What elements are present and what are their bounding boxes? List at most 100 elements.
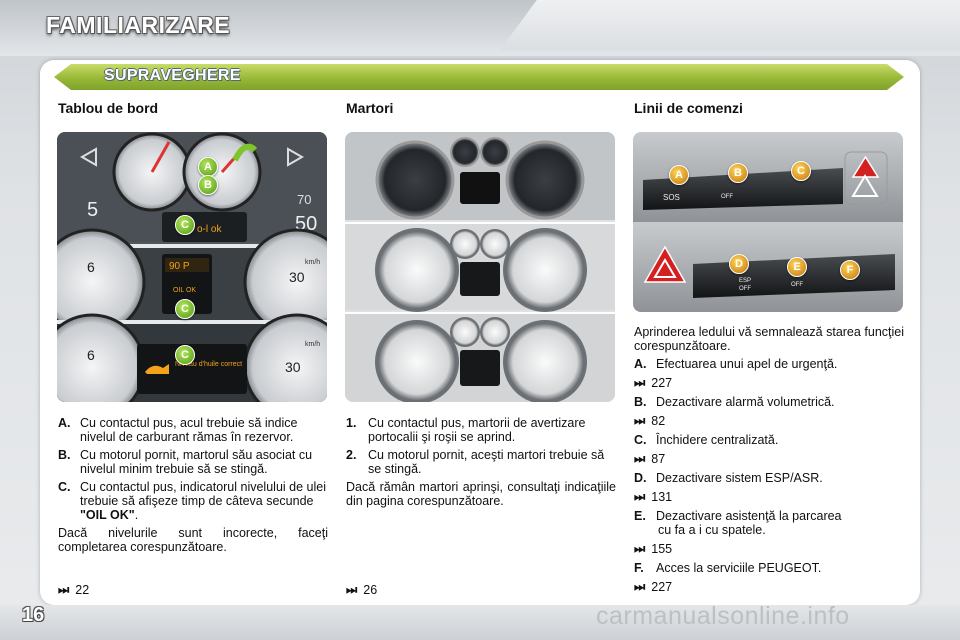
sos-label: SOS xyxy=(663,193,680,202)
linii-item-d: D. Dezactivare sistem ESP/ASR. xyxy=(634,471,904,485)
column-title-martori: Martori xyxy=(346,100,394,116)
svg-text:30: 30 xyxy=(289,269,305,285)
label-badge-c-3: C xyxy=(175,345,195,365)
item-label: F. xyxy=(634,561,644,575)
item-label: A. xyxy=(58,416,71,430)
svg-text:5: 5 xyxy=(87,199,98,221)
svg-text:90 P: 90 P xyxy=(169,261,190,272)
label-badge-c: C xyxy=(175,215,195,235)
linii-item-b: B. Dezactivare alarmă volumetrică. xyxy=(634,395,904,409)
martori-paragraph: Dacă rămân martori aprinşi, consultaţi i… xyxy=(346,480,616,508)
item-label: B. xyxy=(634,395,647,409)
linii-ref-d[interactable]: ⏭ 131 xyxy=(634,490,904,504)
linii-item-a: A. Efectuarea unui apel de urgenţă. xyxy=(634,357,904,371)
linii-intro: Aprinderea ledului vă semnalează starea … xyxy=(634,325,904,353)
page-ref-number: 22 xyxy=(75,583,90,597)
esp-label: ESP xyxy=(739,278,751,284)
label-badge-b: B xyxy=(198,175,218,195)
item-text-main: Cu contactul pus, indicatorul nivelului … xyxy=(80,480,326,508)
item-text: Acces la serviciile PEUGEOT. xyxy=(656,561,822,575)
linii-item-f: F. Acces la serviciile PEUGEOT. xyxy=(634,561,904,575)
instrument-clusters-image xyxy=(345,132,615,402)
item-label: B. xyxy=(58,448,71,462)
page-ref-number: 227 xyxy=(651,580,673,594)
page-ref-arrow-icon: ⏭ xyxy=(634,490,646,504)
kmh-label-2: km/h xyxy=(305,341,320,348)
control-strips-illustration: SOS OFF ESP OFF OFF xyxy=(633,132,903,312)
page-ref-arrow-icon: ⏭ xyxy=(346,583,358,597)
page-ref-number: 82 xyxy=(651,414,666,428)
oil-level-display: Niveau d'huile correct xyxy=(175,361,242,368)
page-ref-arrow-icon: ⏭ xyxy=(634,542,646,556)
page-ref-arrow-icon: ⏭ xyxy=(634,414,646,428)
item-text-end: . xyxy=(134,508,139,522)
label-badge-c: C xyxy=(791,161,811,181)
item-text: Cu motorul pornit, martorul său asociat … xyxy=(80,448,313,476)
tablou-page-ref[interactable]: ⏭ 22 xyxy=(58,583,89,598)
off-label-3: OFF xyxy=(791,282,803,288)
linii-text: Aprinderea ledului vă semnalează starea … xyxy=(634,323,904,599)
header-band-shape xyxy=(500,0,960,50)
linii-ref-c[interactable]: ⏭ 87 xyxy=(634,452,904,466)
tablou-item-c: C. Cu contactul pus, indicatorul nivelulu… xyxy=(58,480,328,522)
item-label: C. xyxy=(58,480,71,494)
item-text: Dezactivare alarmă volumetrică. xyxy=(656,395,835,409)
item-label: E. xyxy=(634,509,646,523)
martori-page-ref[interactable]: ⏭ 26 xyxy=(346,583,377,598)
label-badge-a: A xyxy=(198,157,218,177)
linii-ref-b[interactable]: ⏭ 82 xyxy=(634,414,904,428)
tablou-paragraph: Dacă nivelurile sunt incorecte, faceţi c… xyxy=(58,526,328,554)
page-ref-number: 26 xyxy=(363,583,378,597)
item-text: Cu contactul pus, acul trebuie să indice… xyxy=(80,416,298,444)
linii-ref-e[interactable]: ⏭ 155 xyxy=(634,542,904,556)
label-badge-a: A xyxy=(669,165,689,185)
header-band xyxy=(0,0,960,56)
page-ref-number: 155 xyxy=(651,542,673,556)
svg-text:30: 30 xyxy=(285,359,301,375)
oil-ok-display: OIL OK xyxy=(173,287,196,294)
dashboard-image: 5 50 70 o-l ok 90 P OIL OK 6 30 km/h Niv… xyxy=(57,132,327,402)
label-badge-d: D xyxy=(729,254,749,274)
item-text: Dezactivare sistem ESP/ASR. xyxy=(656,471,823,485)
off-label-1: OFF xyxy=(721,194,733,200)
label-badge-e: E xyxy=(787,257,807,277)
page-ref-number: 131 xyxy=(651,490,673,504)
linii-item-c: C.Închidere centralizată. xyxy=(634,433,904,447)
tablou-item-b: B. Cu motorul pornit, martorul său asocia… xyxy=(58,448,328,476)
watermark: carmanualsonline.info xyxy=(596,602,850,630)
label-badge-f: F xyxy=(840,260,860,280)
tablou-item-a: A. Cu contactul pus, acul trebuie să indi… xyxy=(58,416,328,444)
kmh-label-1: km/h xyxy=(305,259,320,266)
tablou-text: A. Cu contactul pus, acul trebuie să indi… xyxy=(58,416,328,554)
linii-ref-f[interactable]: ⏭ 227 xyxy=(634,580,904,594)
item-label: C. xyxy=(634,433,647,447)
martori-item-1: 1. Cu contactul pus, martorii de avertiza… xyxy=(346,416,616,444)
item-text: Efectuarea unui apel de urgenţă. xyxy=(656,357,838,371)
page-header-title: FAMILIARIZARE xyxy=(46,12,231,38)
svg-text:70: 70 xyxy=(297,192,311,207)
item-label: 2. xyxy=(346,448,357,462)
page-ref-number: 87 xyxy=(651,452,666,466)
item-label: A. xyxy=(634,357,647,371)
item-label: 1. xyxy=(346,416,357,430)
page-ref-arrow-icon: ⏭ xyxy=(634,452,646,466)
item-text: Cu contactul pus, martorii de avertizare… xyxy=(368,416,586,444)
martori-item-2: 2.Cu motorul pornit, aceşti martori treb… xyxy=(346,448,616,476)
off-label-2: OFF xyxy=(739,286,751,292)
footer-band xyxy=(0,605,960,640)
section-title: SUPRAVEGHERE xyxy=(104,67,241,84)
linii-ref-a[interactable]: ⏭227 xyxy=(634,376,904,390)
svg-text:o-l ok: o-l ok xyxy=(197,224,222,235)
page-ref-arrow-icon: ⏭ xyxy=(58,583,70,597)
item-text-bold: "OIL OK" xyxy=(80,508,135,522)
item-text-continued: cu fa a i cu spatele. xyxy=(658,523,766,537)
column-title-linii: Linii de comenzi xyxy=(634,100,743,116)
svg-text:6: 6 xyxy=(87,259,95,275)
label-badge-c-2: C xyxy=(175,299,195,319)
page-ref-number: 227 xyxy=(651,376,673,390)
item-label: D. xyxy=(634,471,647,485)
page-ref-arrow-icon: ⏭ xyxy=(634,580,646,594)
control-strips-image: SOS OFF ESP OFF OFF A B C D E F xyxy=(633,132,903,312)
label-badge-b: B xyxy=(728,163,748,183)
